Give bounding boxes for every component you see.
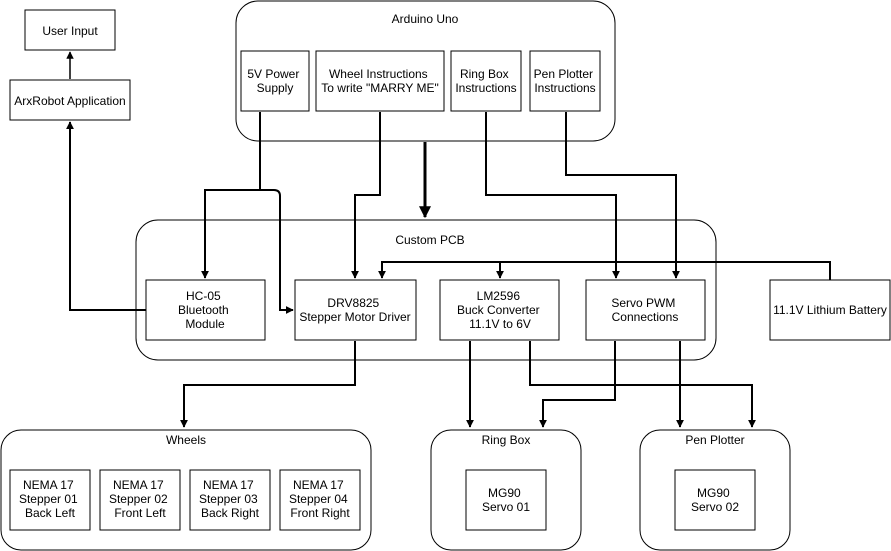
power-5v-line2: Supply (257, 81, 294, 95)
svg-text:MG90 Servo 01: MG90 Servo 01 (482, 486, 530, 514)
connector-battery-bus (378, 261, 831, 280)
battery-label: 11.1V Lithium Battery (773, 303, 887, 317)
nema-stepper-01-node: NEMA 17 Stepper 01 Back Left (9, 469, 91, 531)
svg-text:LM2596 Buck Converter: LM2596 Buck Converter 11.1V to 6V (457, 289, 543, 331)
nema2-line2: Stepper 02 (109, 492, 168, 506)
servo-pwm-node: Servo PWM Connections (585, 279, 706, 341)
nema-stepper-03-node: NEMA 17 Stepper 03 Back Right (189, 469, 271, 531)
wheel-instructions-node: Wheel Instructions To write "MARRY ME" (315, 50, 445, 112)
ring-instructions-line1: Ring Box (460, 67, 509, 81)
hc05-bluetooth-node: HC-05 Bluetooth Module (145, 279, 266, 341)
connector-drv8825-to-wheels (180, 341, 356, 428)
svg-text:User Input: User Input (42, 24, 98, 38)
connector-power-to-hc05 (201, 112, 261, 279)
nema3-line2: Stepper 03 (199, 492, 258, 506)
wheel-instructions-line2: To write "MARRY ME" (321, 81, 438, 95)
svg-text:HC-05 Bluetooth Mo: HC-05 Bluetooth Module (178, 289, 232, 331)
arduino-uno-title: Arduino Uno (392, 12, 459, 26)
connector-power-to-drv8825 (260, 189, 294, 314)
connector-ring-instructions-to-servo-pwm (485, 112, 620, 279)
lm2596-line1: LM2596 (477, 289, 521, 303)
svg-text:ArxRobot Application: ArxRobot Application (14, 94, 125, 108)
svg-text:Servo PWM Connections: Servo PWM Connections (611, 296, 678, 324)
pen-instructions-line2: Instructions (534, 81, 595, 95)
servo-pwm-line1: Servo PWM (611, 296, 675, 310)
nema1-line3: Back Left (25, 506, 76, 520)
svg-text:NEMA 17 Stepper 02: NEMA 17 Stepper 02 Front Left (109, 478, 171, 520)
wheel-instructions-line1: Wheel Instructions (329, 67, 428, 81)
svg-text:5V Power Supply: 5V Power Supply (247, 67, 302, 95)
connector-lm2596-to-pen-plotter (529, 341, 756, 428)
wheels-title: Wheels (166, 433, 206, 447)
nema-stepper-02-node: NEMA 17 Stepper 02 Front Left (99, 469, 181, 531)
ring-box-instructions-node: Ring Box Instructions (450, 50, 522, 112)
connector-servo-pwm-to-ring-box (539, 341, 616, 428)
svg-text:Pen Plotter Instructions: Pen Plotter Instructions (534, 67, 597, 95)
mg90-servo-02-node: MG90 Servo 02 (674, 469, 756, 531)
nema4-line3: Front Right (290, 506, 350, 520)
wheels-group: Wheels (0, 429, 372, 551)
pen-plotter-title: Pen Plotter (685, 433, 744, 447)
user-input-label: User Input (42, 24, 98, 38)
drv8825-line2: Stepper Motor Driver (299, 310, 410, 324)
nema2-line3: Front Left (114, 506, 166, 520)
user-input-node: User Input (24, 9, 116, 51)
pen-plotter-instructions-node: Pen Plotter Instructions (529, 50, 601, 112)
hc05-line1: HC-05 (186, 289, 221, 303)
svg-text:NEMA 17 Stepper 04: NEMA 17 Stepper 04 Front Right (289, 478, 351, 520)
svg-text:DRV8825 Stepper Motor Dr: DRV8825 Stepper Motor Driver (299, 296, 410, 324)
custom-pcb-title: Custom PCB (395, 233, 464, 247)
power-5v-node: 5V Power Supply (240, 50, 310, 112)
lm2596-node: LM2596 Buck Converter 11.1V to 6V (439, 279, 560, 341)
lm2596-line3: 11.1V to 6V (469, 317, 531, 331)
power-5v-line1: 5V Power (247, 67, 299, 81)
nema3-line3: Back Right (201, 506, 260, 520)
hc05-line3: Module (185, 317, 225, 331)
ring-instructions-line2: Instructions (455, 81, 516, 95)
arxrobot-application-node: ArxRobot Application (9, 79, 131, 121)
mg90-2-line1: MG90 (697, 486, 730, 500)
svg-text:MG90 Servo 02: MG90 Servo 02 (691, 486, 739, 514)
ring-box-title: Ring Box (482, 433, 531, 447)
svg-text:NEMA 17 Stepper 03: NEMA 17 Stepper 03 Back Right (199, 478, 261, 520)
svg-text:Wheel Instructions To wr: Wheel Instructions To write "MARRY ME" (321, 67, 438, 95)
nema1-line2: Stepper 01 (19, 492, 78, 506)
nema4-line2: Stepper 04 (289, 492, 348, 506)
mg90-servo-01-node: MG90 Servo 01 (465, 469, 547, 531)
nema1-line1: NEMA 17 (23, 478, 74, 492)
mg90-1-line1: MG90 (488, 486, 521, 500)
hc05-line2: Bluetooth (178, 303, 229, 317)
nema4-line1: NEMA 17 (293, 478, 344, 492)
drv8825-line1: DRV8825 (327, 296, 379, 310)
svg-text:11.1V Lithium Battery: 11.1V Lithium Battery (773, 303, 887, 317)
drv8825-node: DRV8825 Stepper Motor Driver (294, 279, 417, 341)
connector-hc05-to-arxrobot (66, 121, 146, 311)
arxrobot-label: ArxRobot Application (14, 94, 125, 108)
nema2-line1: NEMA 17 (113, 478, 164, 492)
mg90-1-line2: Servo 01 (482, 500, 530, 514)
nema-stepper-04-node: NEMA 17 Stepper 04 Front Right (279, 469, 361, 531)
svg-text:NEMA 17 Stepper 01: NEMA 17 Stepper 01 Back Left (19, 478, 81, 520)
lithium-battery-node: 11.1V Lithium Battery (769, 279, 891, 341)
connector-pen-instructions-to-servo-pwm (565, 112, 680, 279)
nema3-line1: NEMA 17 (203, 478, 254, 492)
mg90-2-line2: Servo 02 (691, 500, 739, 514)
connector-wheel-instructions-to-drv8825 (351, 112, 381, 279)
lm2596-line2: Buck Converter (457, 303, 540, 317)
svg-text:Ring Box Instructions: Ring Box Instructions (455, 67, 516, 95)
servo-pwm-line2: Connections (612, 310, 679, 324)
pen-instructions-line1: Pen Plotter (534, 67, 593, 81)
